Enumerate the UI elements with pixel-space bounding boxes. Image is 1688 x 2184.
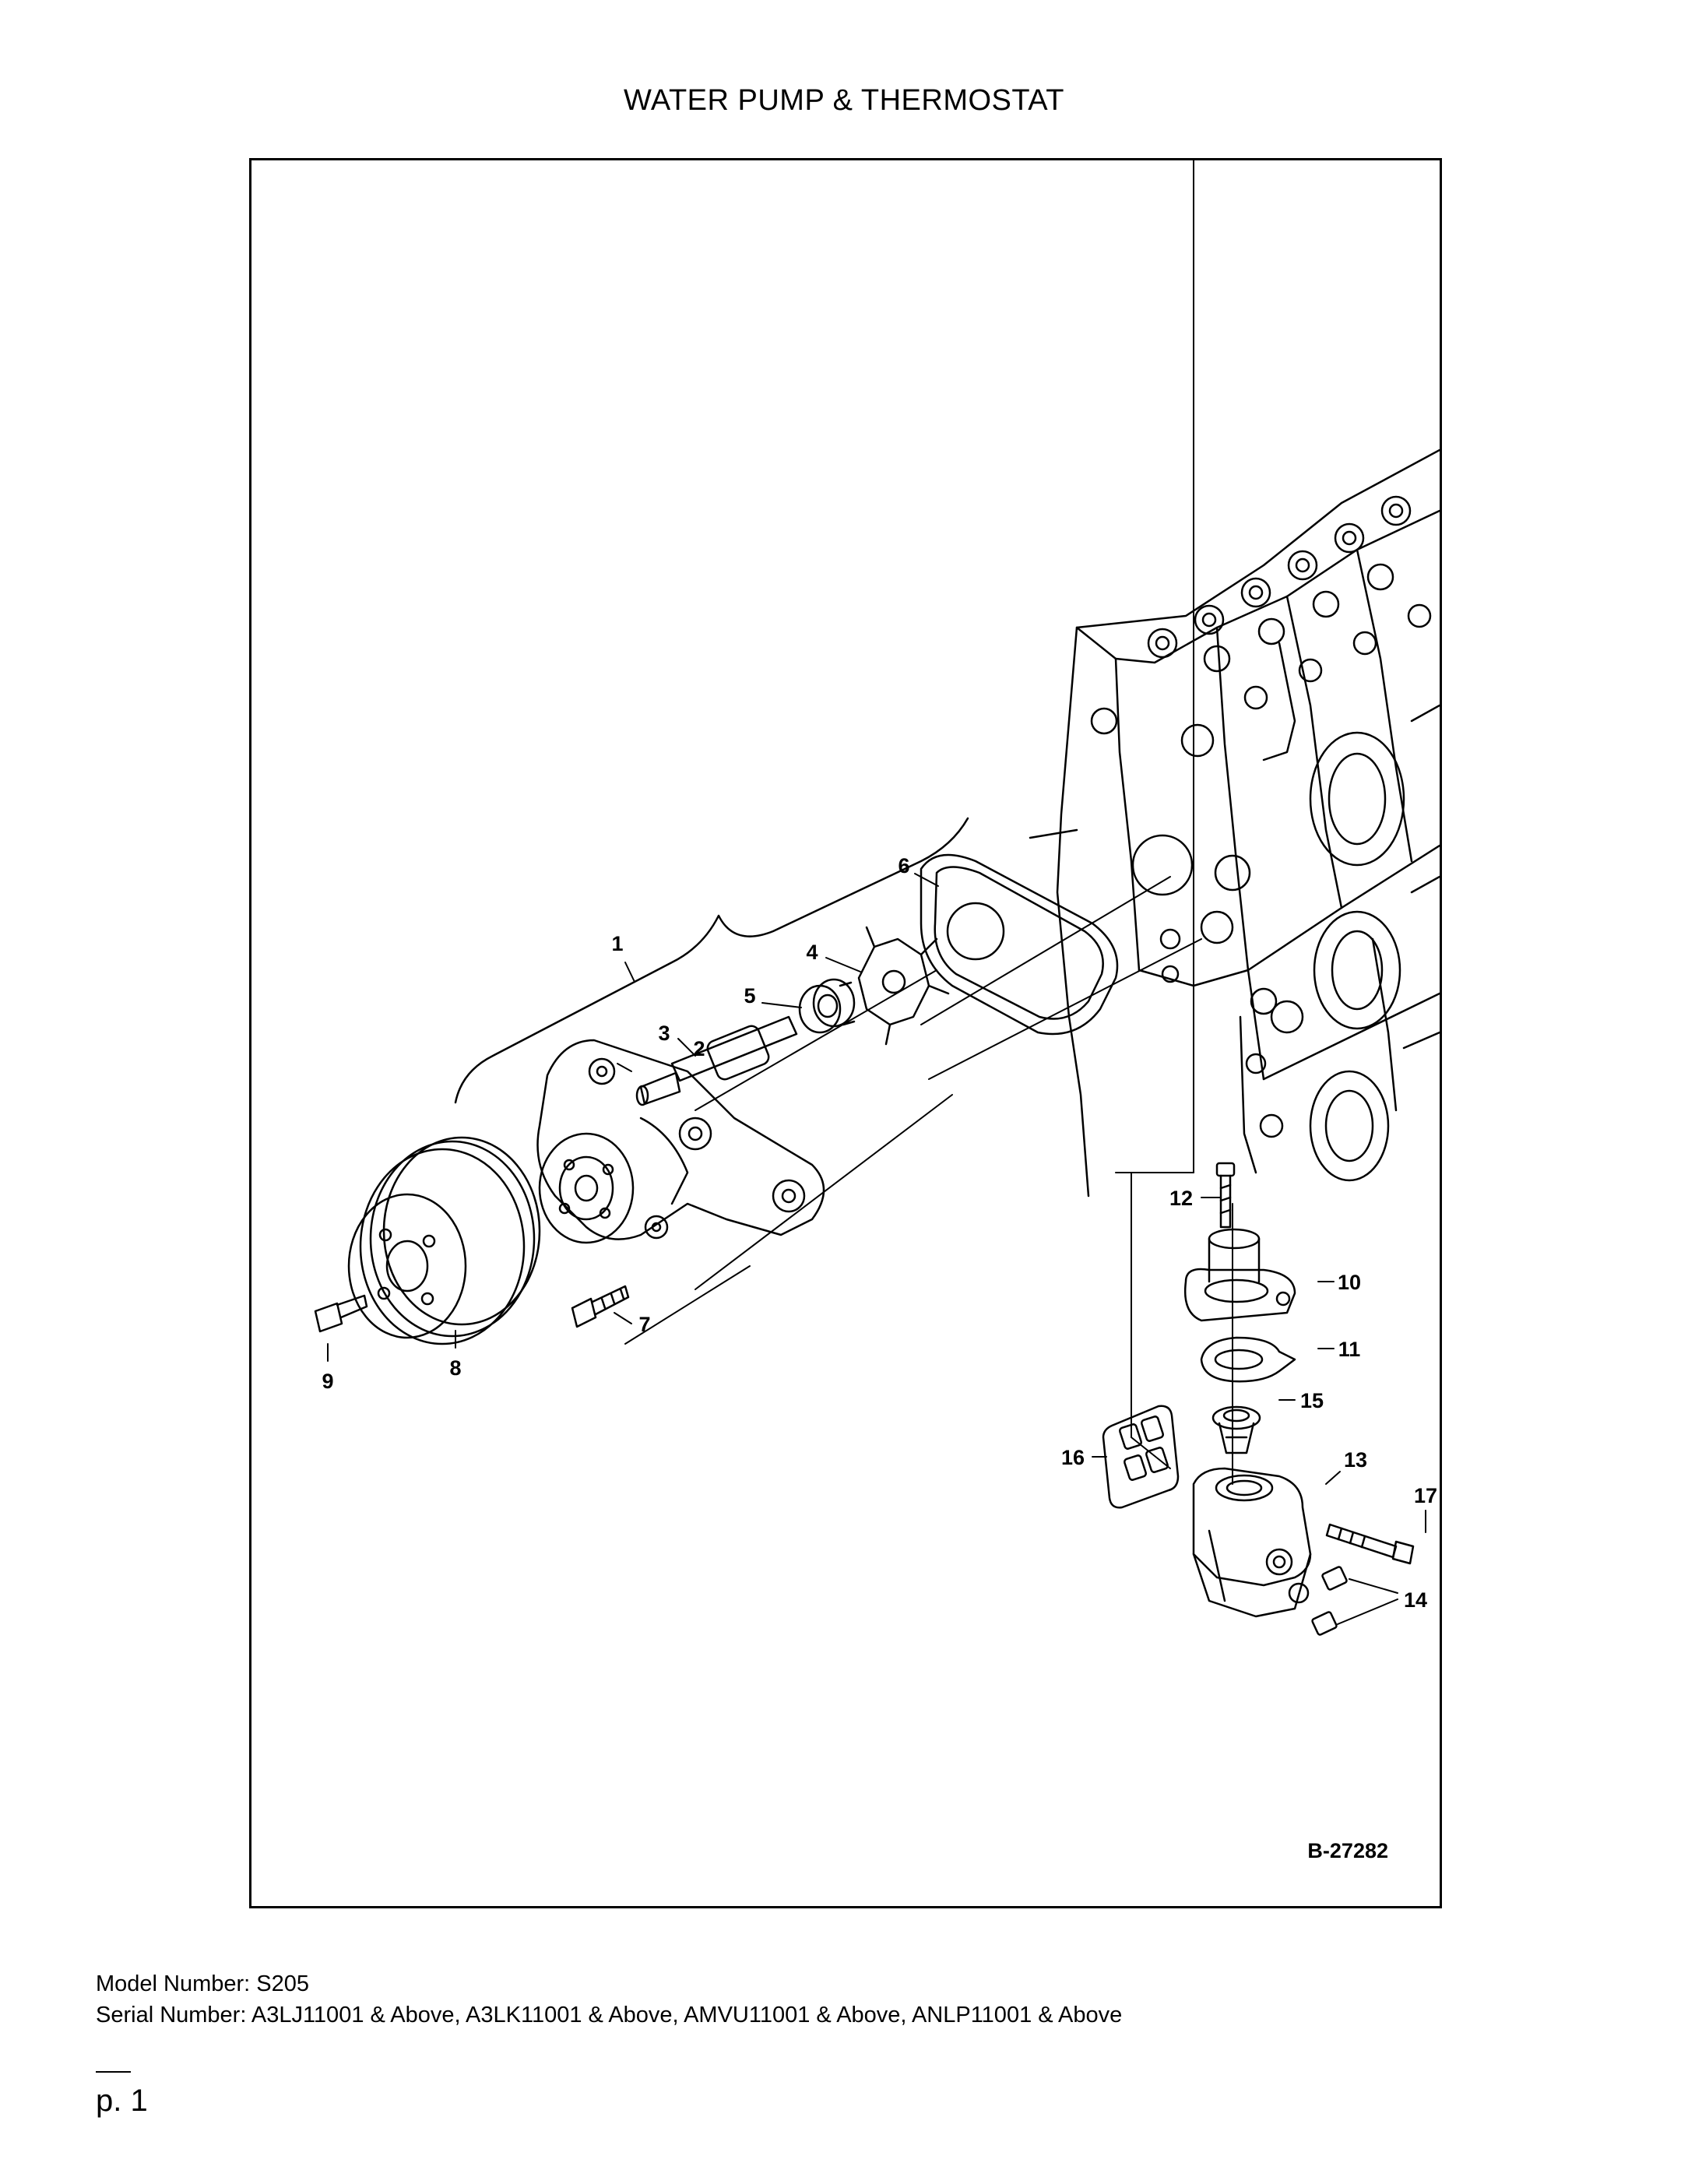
callout-10: 10 [1338,1271,1361,1294]
diagram-drawing: 1 2 3 4 5 6 7 8 9 10 11 12 13 14 15 16 1… [314,160,1440,1862]
thermostat-gasket [1200,1336,1296,1383]
pump-seal [798,978,856,1034]
callout-8: 8 [449,1356,461,1380]
page-title: WATER PUMP & THERMOSTAT [623,84,1065,117]
thermostat [1211,1405,1261,1454]
page-number: p. 1 [96,2084,148,2118]
assembly-bracket [454,817,969,1104]
callout-17: 17 [1414,1484,1437,1507]
callout-1: 1 [611,932,623,955]
callout-14: 14 [1404,1588,1427,1612]
figure-id: B-27282 [1307,1839,1388,1862]
thermostat-cover [1183,1228,1296,1322]
callout-12: 12 [1169,1187,1193,1210]
engine-block-illustration [1029,448,1440,1198]
thermostat-housing-gasket [1102,1405,1180,1509]
fan-pulley [347,1136,541,1345]
thermostat-housing-bolt [1325,1523,1415,1565]
callout-6: 6 [898,854,909,877]
pulley-bolt [314,1294,368,1333]
callout-5: 5 [744,984,755,1008]
callout-7: 7 [638,1313,650,1336]
housing-bolt [571,1285,630,1328]
shaft-bearing [635,1015,798,1106]
callout-leaders [327,873,1426,1625]
callout-16: 16 [1061,1446,1085,1469]
callout-labels: 1 2 3 4 5 6 7 8 9 10 11 12 13 14 15 16 1… [322,854,1437,1862]
housing-plugs [1311,1566,1348,1636]
exploded-parts-diagram: 1 2 3 4 5 6 7 8 9 10 11 12 13 14 15 16 1… [249,158,1442,1908]
callout-9: 9 [322,1370,333,1393]
impeller [857,926,950,1046]
thermostat-housing [1192,1467,1312,1618]
callout-3: 3 [658,1022,670,1045]
callout-2: 2 [693,1037,705,1060]
page-number-rule [96,2071,131,2073]
serial-number: Serial Number: A3LJ11001 & Above, A3LK11… [96,2003,1123,2027]
callout-13: 13 [1344,1448,1367,1472]
model-number: Model Number: S205 [96,1971,310,1996]
model-info: Model Number: S205 Serial Number: A3LJ11… [96,1968,1122,2031]
thermostat-cover-bolt [1215,1162,1236,1229]
alignment-lines [624,160,1233,1485]
pump-gasket [920,853,1119,1036]
callout-15: 15 [1300,1389,1324,1412]
callout-11: 11 [1338,1338,1361,1361]
callout-4: 4 [806,941,818,964]
pump-housing [536,1039,825,1244]
